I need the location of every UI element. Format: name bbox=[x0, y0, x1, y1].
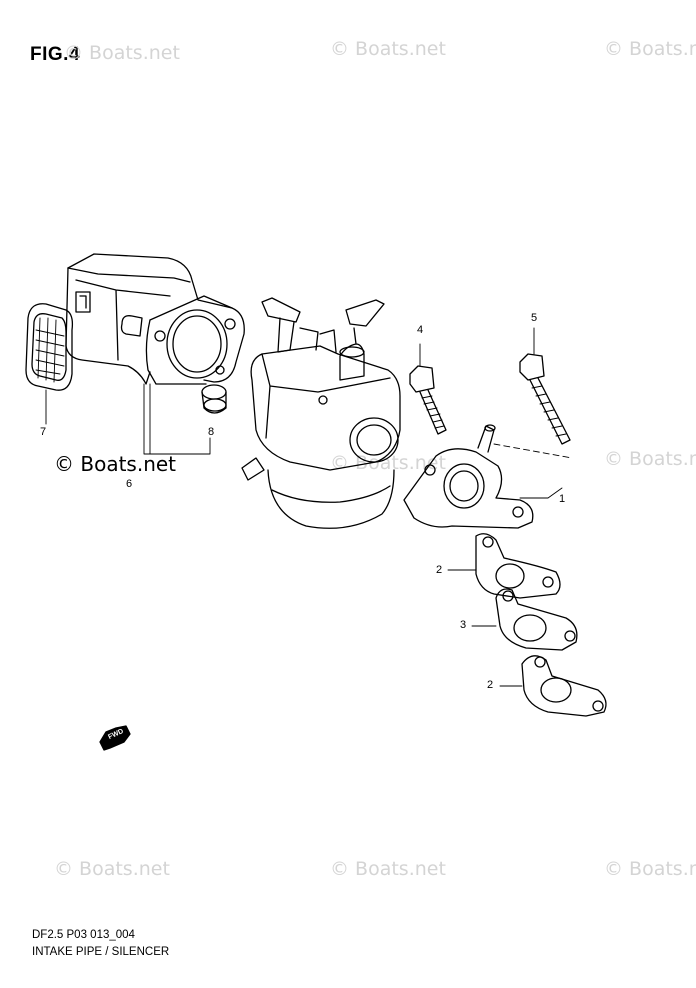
watermark: © Boats.net bbox=[330, 38, 446, 60]
figure-title: FIG.4 bbox=[30, 44, 81, 65]
gasket-drawing bbox=[475, 533, 561, 599]
watermark: © Boats.net bbox=[604, 448, 696, 470]
carburetor-drawing bbox=[241, 297, 401, 529]
silencer-screen-drawing bbox=[25, 303, 74, 391]
part-number-label: 8 bbox=[208, 426, 215, 438]
watermark: © Boats.net bbox=[54, 452, 177, 476]
watermark: © Boats.net bbox=[54, 858, 170, 880]
part-number-label: 3 bbox=[460, 619, 467, 631]
diagram-code: DF2.5 P03 013_004 bbox=[32, 929, 135, 941]
diagram-title: INTAKE PIPE / SILENCER bbox=[32, 946, 170, 958]
watermark: © Boats.net bbox=[330, 858, 446, 880]
part-number-label: 6 bbox=[126, 478, 133, 490]
part-number-label: 7 bbox=[40, 426, 47, 438]
silencer-drawing bbox=[65, 253, 245, 385]
watermark: © Boats.net bbox=[64, 42, 180, 64]
part-number-label: 2 bbox=[487, 679, 494, 691]
leader-lines bbox=[45, 327, 573, 687]
part-number-label: 4 bbox=[417, 324, 424, 336]
fwd-arrow-drawing bbox=[99, 725, 131, 751]
insulator-drawing bbox=[495, 588, 578, 651]
watermark: © Boats.net bbox=[604, 858, 696, 880]
part-number-label: 5 bbox=[531, 312, 538, 324]
part-number-label: 1 bbox=[559, 493, 566, 505]
intake-pipe-drawing bbox=[403, 424, 534, 529]
part-number-label: 2 bbox=[436, 564, 443, 576]
gasket-drawing bbox=[521, 655, 607, 717]
bushing-drawing bbox=[201, 384, 227, 414]
watermark: © Boats.net bbox=[604, 38, 696, 60]
bolt-drawing bbox=[409, 353, 571, 445]
